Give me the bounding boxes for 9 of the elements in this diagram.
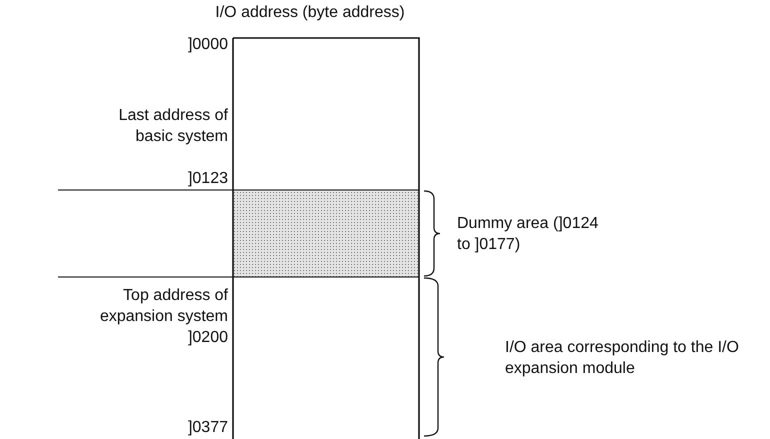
address-description: Last address of basic system bbox=[118, 106, 228, 147]
axis-title: I/O address (byte address) bbox=[214, 3, 406, 23]
address-label: ]0377 bbox=[186, 418, 228, 438]
address-label: ]0123 bbox=[186, 169, 228, 189]
area-label: I/O area corresponding to the I/O expansion module bbox=[505, 338, 740, 379]
address-label: ]0000 bbox=[186, 35, 228, 55]
address-description: Top address of expansion system bbox=[98, 286, 228, 327]
address-label: ]0200 bbox=[186, 328, 228, 348]
area-label: Dummy area (]0124 to ]0177) bbox=[457, 214, 600, 255]
